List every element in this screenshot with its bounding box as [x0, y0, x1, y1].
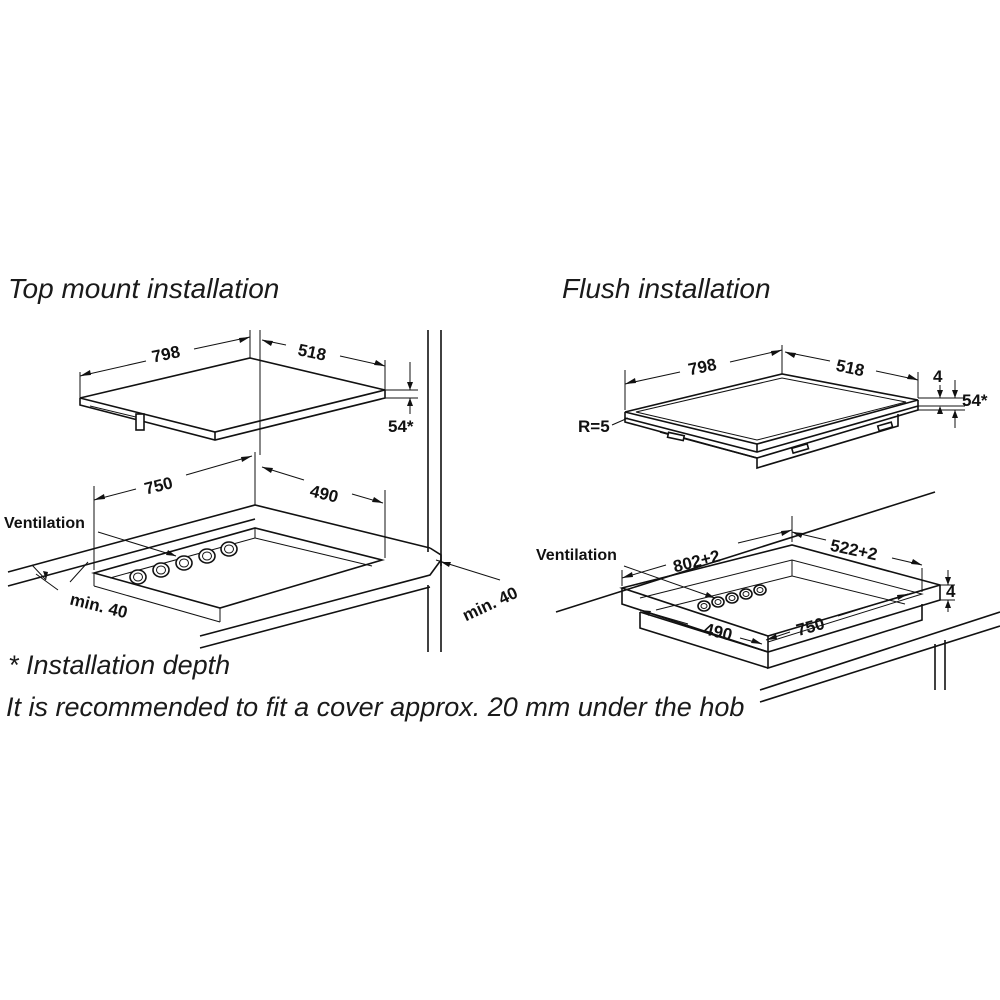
- vent-hole: [152, 562, 170, 578]
- top-hob-depth-label: 518: [296, 340, 328, 364]
- vent-hole: [711, 596, 725, 608]
- vent-hole: [175, 555, 193, 571]
- flush-worktop: [555, 491, 1000, 703]
- top-mount-hob-dimensions: 798 518 54*: [79, 330, 418, 455]
- vent-hole: [129, 569, 147, 585]
- flush-rim-label: 4: [933, 367, 943, 386]
- top-cutout-width-label: 750: [143, 473, 175, 498]
- top-mount-ventilation-holes: [129, 541, 238, 585]
- flush-hob-width-label: 798: [687, 355, 719, 379]
- flush-ventilation-label: Ventilation: [536, 547, 617, 564]
- flush-hob: [624, 373, 919, 470]
- top-depth-star-label: 54*: [388, 417, 414, 436]
- top-min-side-label: min. 40: [460, 583, 521, 625]
- flush-ventilation-holes: [697, 584, 767, 612]
- vent-hole: [753, 584, 767, 596]
- installation-depth-note: * Installation depth: [8, 650, 230, 680]
- top-ventilation-label: Ventilation: [4, 515, 85, 532]
- flush-recess-rim-label: 4: [946, 582, 956, 601]
- flush-recess-depth-label: 522+2: [828, 536, 879, 565]
- flush-depth-star-label: 54*: [962, 391, 988, 410]
- top-cutout-depth-label: 490: [308, 481, 340, 506]
- flush-cutout-dimensions: Ventilation 802+2 522+2 4 490: [536, 516, 956, 645]
- top-hob-width-label: 798: [150, 342, 182, 366]
- vent-hole: [697, 600, 711, 612]
- vent-hole: [198, 548, 216, 564]
- vent-hole: [220, 541, 238, 557]
- flush-recess-width-label: 802+2: [671, 546, 722, 576]
- cover-recommendation-note: It is recommended to fit a cover approx.…: [6, 692, 744, 722]
- top-min-front-label: min. 40: [68, 590, 129, 623]
- top-mount-cutout-dimensions: 750 490 Ventilation min. 40 min. 40: [4, 452, 521, 625]
- vent-hole: [739, 588, 753, 600]
- vent-hole: [725, 592, 739, 604]
- top-mount-title: Top mount installation: [8, 273, 279, 304]
- top-mount-hob: [79, 357, 386, 441]
- flush-hob-depth-label: 518: [834, 356, 866, 380]
- flush-radius-label: R=5: [578, 417, 610, 436]
- flush-title: Flush installation: [562, 273, 771, 304]
